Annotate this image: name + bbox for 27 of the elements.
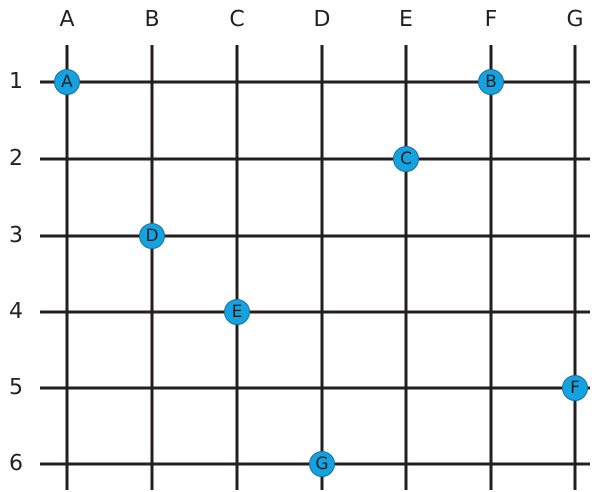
row-label: 2 [9,146,23,172]
point-label: C [400,150,412,168]
point-marker [562,375,588,401]
point-marker [224,299,250,325]
row-label: 4 [9,299,23,325]
column-label: F [484,7,498,33]
row-label: 6 [9,451,23,477]
point-marker [478,69,504,95]
point-marker [309,451,335,477]
point-marker [393,146,419,172]
column-label: E [399,7,413,33]
point-label: E [232,304,242,320]
point-marker [54,69,80,95]
point-label: D [145,228,159,244]
column-label: D [314,7,330,33]
row-label: 5 [9,375,23,401]
column-label: A [59,7,75,33]
row-label: 3 [9,223,23,249]
point-marker [139,223,165,249]
column-label: G [566,7,584,33]
point-label: F [570,380,580,396]
column-label: C [229,7,245,33]
row-label: 1 [9,69,23,95]
point-label: G [315,456,329,472]
column-label: B [144,7,160,33]
point-label: B [485,74,497,90]
point-label: A [61,74,73,90]
